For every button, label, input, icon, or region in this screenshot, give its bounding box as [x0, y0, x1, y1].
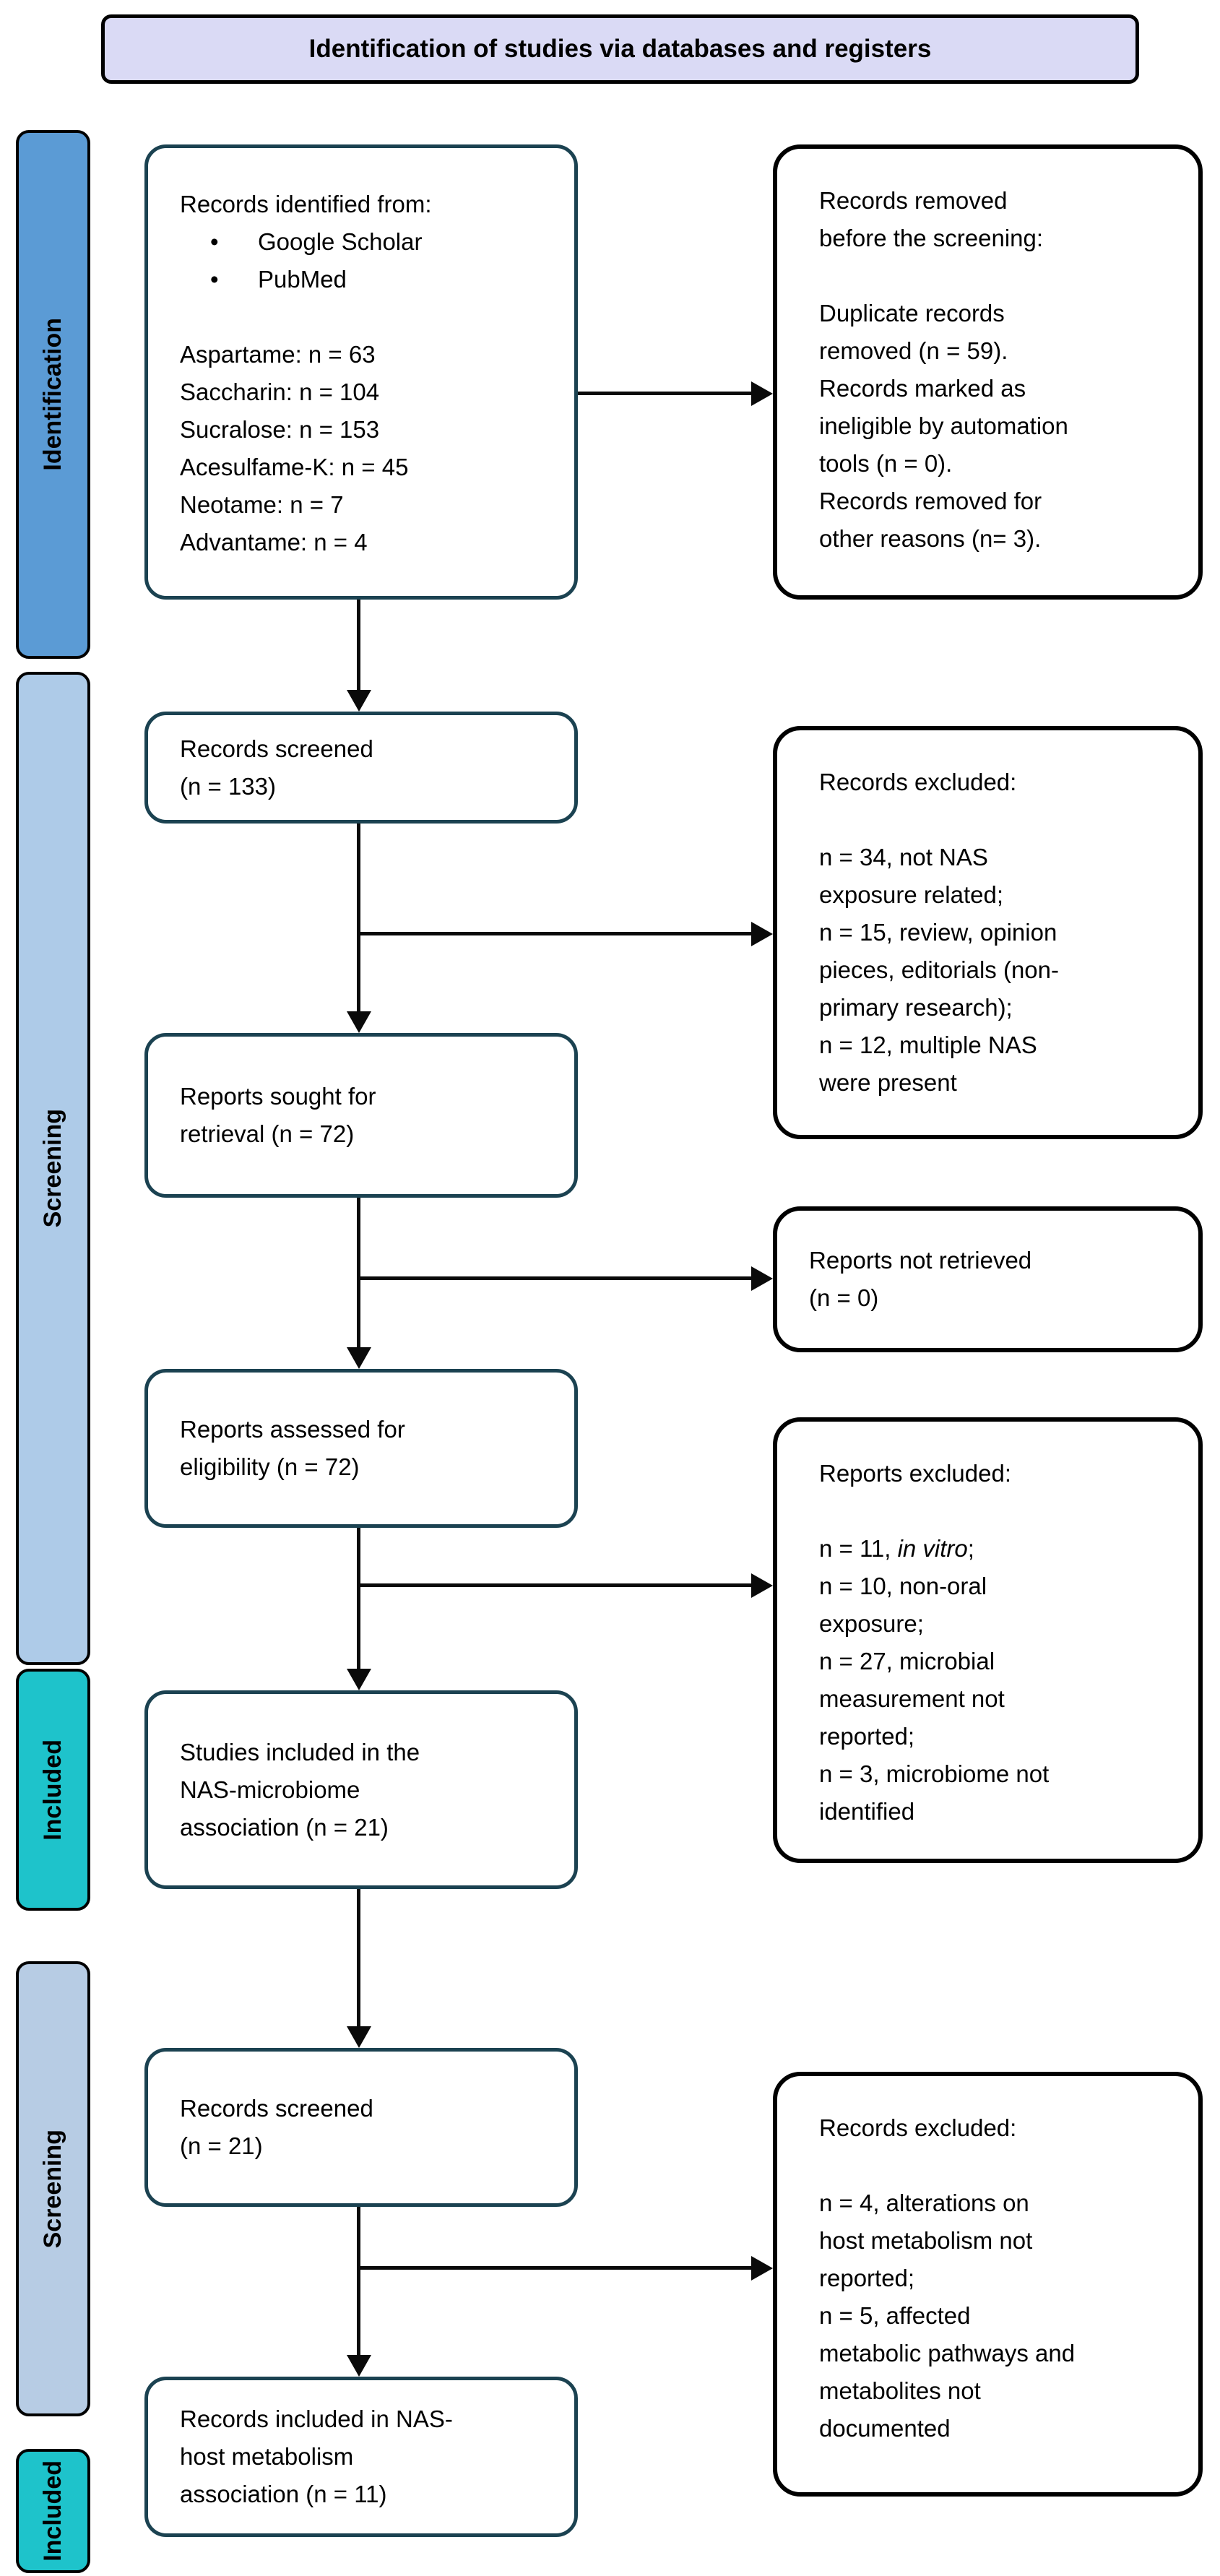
- connector-branch-to-records-excluded-1: [359, 932, 753, 935]
- stage-bar-screening-2: Screening: [16, 1961, 90, 2416]
- stage-bar-included-1: Included: [16, 1669, 90, 1911]
- arrowhead-identified-to-screened1: [347, 690, 371, 712]
- in-vitro-italic: in vitro: [897, 1535, 968, 1562]
- records-excluded-2-box: Records excluded: n = 4, alterations on …: [773, 2072, 1203, 2497]
- arrowhead-assessed-to-included: [347, 1669, 371, 1690]
- records-screened-2-box: Records screened (n = 21): [144, 2048, 578, 2207]
- reports-excluded-body: n = 10, non-oral exposure; n = 27, micro…: [819, 1573, 1050, 1825]
- stage-label-included-1: Included: [39, 1739, 66, 1841]
- records-identified-box: Records identified from: Google Scholar …: [144, 144, 578, 600]
- records-included-box: Records included in NAS- host metabolism…: [144, 2377, 578, 2537]
- connector-screened2-to-records-included: [357, 2207, 360, 2356]
- source-bullet-google-scholar: Google Scholar: [180, 223, 561, 261]
- arrowhead-sought-to-assessed: [347, 1347, 371, 1369]
- studies-included-box: Studies included in the NAS-microbiome a…: [144, 1690, 578, 1889]
- records-excluded-1-box: Records excluded: n = 34, not NAS exposu…: [773, 726, 1203, 1139]
- records-removed-title: Records removed before the screening:: [819, 187, 1044, 251]
- reports-excluded-invitro-line: n = 11, in vitro;: [819, 1535, 974, 1562]
- arrowhead-screened1-to-sought: [347, 1011, 371, 1033]
- reports-excluded-title: Reports excluded:: [819, 1460, 1011, 1487]
- connector-identified-to-screened1: [357, 600, 360, 691]
- connector-branch-to-not-retrieved: [359, 1276, 753, 1280]
- arrowhead-included-to-screened2: [347, 2026, 371, 2048]
- diagram-header: Identification of studies via databases …: [101, 14, 1139, 84]
- arrowhead-branch-to-records-excluded-2: [751, 2256, 773, 2281]
- connector-branch-to-reports-excluded: [359, 1583, 753, 1587]
- reports-excluded-box: Reports excluded: n = 11, in vitro; n = …: [773, 1417, 1203, 1863]
- stage-label-identification: Identification: [39, 318, 66, 471]
- connector-assessed-to-included: [357, 1528, 360, 1670]
- sweetener-counts: Aspartame: n = 63 Saccharin: n = 104 Suc…: [180, 341, 409, 556]
- records-removed-box: Records removed before the screening: Du…: [773, 144, 1203, 600]
- records-excluded-2-title: Records excluded:: [819, 2114, 1017, 2141]
- stage-bar-identification: Identification: [16, 130, 90, 659]
- records-screened-1-box: Records screened (n = 133): [144, 712, 578, 824]
- stage-label-included-2: Included: [39, 2460, 66, 2562]
- arrowhead-branch-to-reports-excluded: [751, 1573, 773, 1598]
- records-excluded-1-title: Records excluded:: [819, 769, 1017, 795]
- connector-branch-to-records-excluded-2: [359, 2266, 753, 2270]
- stage-label-screening-1: Screening: [39, 1109, 66, 1228]
- arrowhead-branch-to-not-retrieved: [751, 1266, 773, 1291]
- connector-screened1-to-sought: [357, 824, 360, 1013]
- stage-bar-screening-1: Screening: [16, 672, 90, 1665]
- arrowhead-screened2-to-records-included: [347, 2355, 371, 2377]
- connector-identified-to-removed: [578, 392, 753, 395]
- arrowhead-branch-to-records-excluded-1: [751, 922, 773, 946]
- connector-included-to-screened2: [357, 1889, 360, 2028]
- arrowhead-identified-to-removed: [751, 381, 773, 406]
- reports-assessed-box: Reports assessed for eligibility (n = 72…: [144, 1369, 578, 1528]
- reports-sought-box: Reports sought for retrieval (n = 72): [144, 1033, 578, 1198]
- records-excluded-1-body: n = 34, not NAS exposure related; n = 15…: [819, 844, 1059, 1096]
- reports-not-retrieved-box: Reports not retrieved (n = 0): [773, 1206, 1203, 1352]
- stage-bar-included-2: Included: [16, 2449, 90, 2573]
- stage-label-screening-2: Screening: [39, 2129, 66, 2249]
- source-bullet-pubmed: PubMed: [180, 261, 561, 298]
- diagram-title: Identification of studies via databases …: [308, 35, 932, 63]
- records-identified-title: Records identified from:: [180, 191, 432, 217]
- records-excluded-2-body: n = 4, alterations on host metabolism no…: [819, 2190, 1076, 2442]
- records-removed-body: Duplicate records removed (n = 59). Reco…: [819, 300, 1068, 552]
- connector-sought-to-assessed: [357, 1198, 360, 1349]
